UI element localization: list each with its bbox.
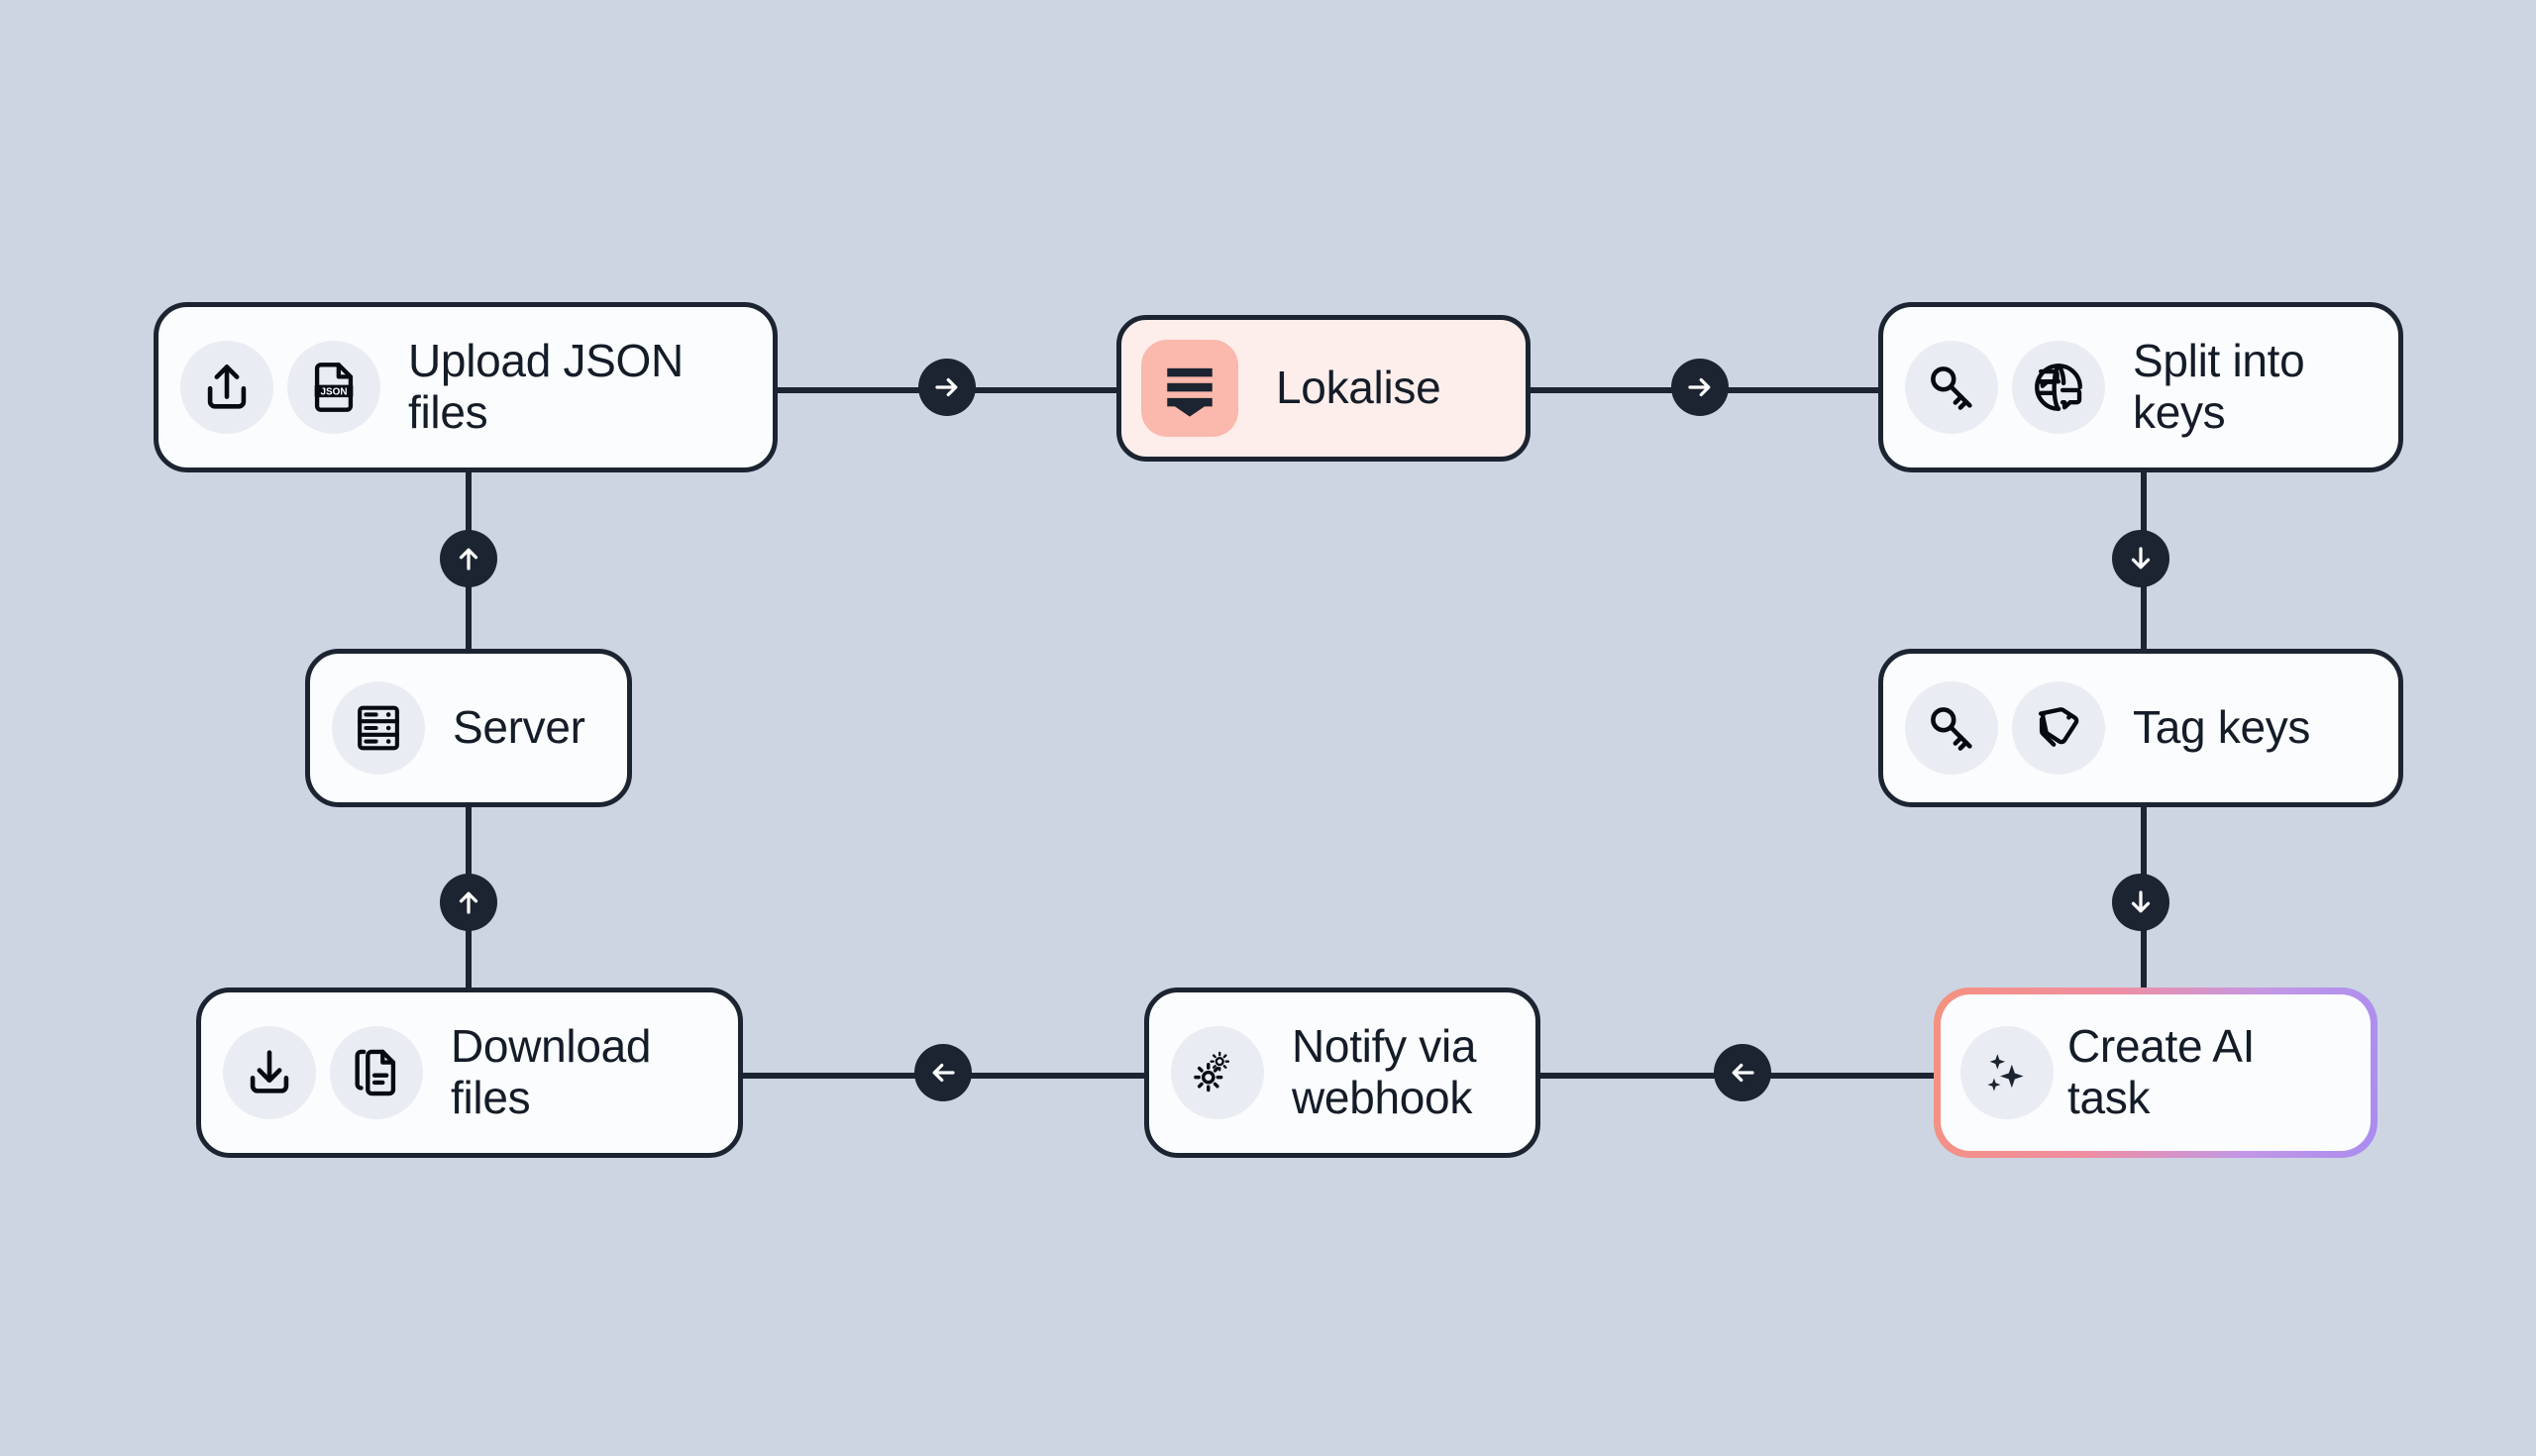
node-label: Notify via webhook <box>1292 1020 1477 1123</box>
key-icon <box>1905 341 1998 434</box>
node-tag-keys[interactable]: Tag keys <box>1878 649 2403 807</box>
arrow-right-icon <box>935 377 958 397</box>
json-file-icon: JSON <box>287 341 380 434</box>
node-label: Upload JSON files <box>408 335 684 438</box>
node-create-ai-task[interactable]: Create AI task <box>1934 988 2378 1158</box>
tags-icon <box>2012 681 2105 775</box>
copy-file-icon <box>330 1026 423 1119</box>
node-label: Lokalise <box>1276 362 1441 414</box>
arrow-badge-ai-to-webhook[interactable] <box>1714 1044 1771 1101</box>
arrow-down-icon <box>2131 547 2151 570</box>
node-notify-via-webhook[interactable]: Notify via webhook <box>1144 988 1540 1158</box>
arrow-badge-tag-to-ai[interactable] <box>2112 874 2169 931</box>
node-split-into-keys[interactable]: Split into keys <box>1878 302 2403 472</box>
download-icon <box>223 1026 316 1119</box>
sparkles-icon <box>1960 1026 2054 1119</box>
arrow-up-icon <box>459 548 478 571</box>
node-server[interactable]: Server <box>305 649 632 807</box>
arrow-badge-download-to-server[interactable] <box>440 874 497 931</box>
node-label: Tag keys <box>2133 701 2311 754</box>
node-label: Server <box>453 701 585 754</box>
lokalise-logo-icon <box>1141 340 1238 437</box>
arrow-down-icon <box>2131 890 2151 913</box>
arrow-up-icon <box>459 891 478 914</box>
svg-text:JSON: JSON <box>321 386 348 397</box>
arrow-right-icon <box>1688 377 1711 397</box>
node-label: Create AI task <box>2067 1020 2256 1123</box>
arrow-left-icon <box>1732 1063 1754 1083</box>
node-lokalise[interactable]: Lokalise <box>1116 315 1531 462</box>
node-label: Split into keys <box>2133 335 2305 438</box>
arrow-badge-upload-to-lokalise[interactable] <box>918 359 976 416</box>
key-icon <box>1905 681 1998 775</box>
arrow-left-icon <box>932 1063 955 1083</box>
gears-icon <box>1171 1026 1264 1119</box>
arrow-badge-split-to-tag[interactable] <box>2112 530 2169 587</box>
arrow-badge-server-to-upload[interactable] <box>440 530 497 587</box>
ai-inner-surface: Create AI task <box>1941 994 2371 1151</box>
arrow-badge-lokalise-to-split[interactable] <box>1671 359 1729 416</box>
upload-icon <box>180 341 273 434</box>
node-label: Download files <box>451 1020 652 1123</box>
server-rack-icon <box>332 681 425 775</box>
arrow-badge-webhook-to-download[interactable] <box>914 1044 972 1101</box>
globe-translate-icon <box>2012 341 2105 434</box>
node-download-files[interactable]: Download files <box>196 988 743 1158</box>
node-upload-json-files[interactable]: JSON Upload JSON files <box>154 302 778 472</box>
